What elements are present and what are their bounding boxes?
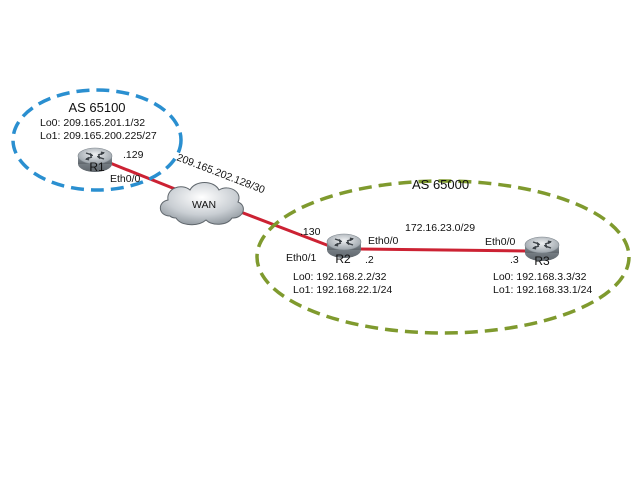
- r2-host-130-label: .130: [300, 226, 321, 238]
- r1-eth00-label: Eth0/0: [110, 173, 141, 185]
- link-r1-wan: [109, 161, 186, 195]
- r2-host-2-label: .2: [365, 254, 374, 266]
- as65100-boundary: [11, 88, 183, 192]
- r2-lo1-label: Lo1: 192.168.22.1/24: [293, 284, 392, 296]
- as65000-title: AS 65000: [412, 177, 469, 192]
- r2-eth01-label: Eth0/1: [286, 252, 317, 264]
- as65100-title: AS 65100: [68, 100, 125, 115]
- r2-lo0-label: Lo0: 192.168.2.2/32: [293, 271, 387, 283]
- r1-lo1-label: Lo1: 209.165.200.225/27: [40, 130, 157, 142]
- r1-host-label: .129: [123, 149, 144, 161]
- r3-eth00-label: Eth0/0: [485, 236, 516, 248]
- r3-host-3-label: .3: [510, 254, 519, 266]
- wan-label: WAN: [192, 199, 216, 211]
- link-r2-r3: [357, 247, 528, 253]
- r3-name-label: R3: [534, 254, 550, 268]
- r1-lo0-label: Lo0: 209.165.201.1/32: [40, 117, 145, 129]
- r2-name-label: R2: [335, 252, 351, 266]
- link-r2-r3-subnet-label: 172.16.23.0/29: [405, 222, 475, 234]
- r3-lo0-label: Lo0: 192.168.3.3/32: [493, 271, 587, 283]
- r3-lo1-label: Lo1: 192.168.33.1/24: [493, 284, 592, 296]
- as65000-boundary: [255, 179, 631, 335]
- wan-cloud-icon: [159, 182, 244, 226]
- r2-eth00-label: Eth0/0: [368, 235, 399, 247]
- r1-name-label: R1: [89, 160, 105, 174]
